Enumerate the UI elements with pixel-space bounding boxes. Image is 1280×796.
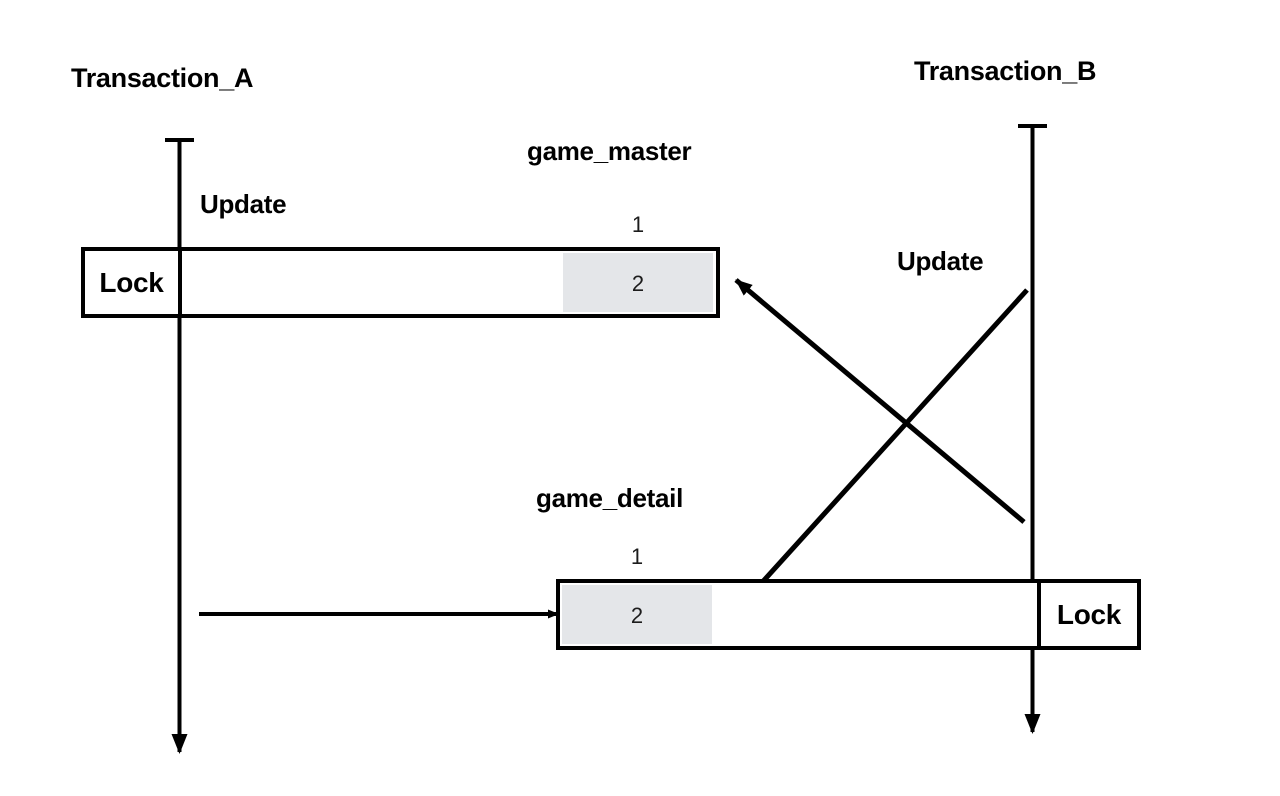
lock-badge-game-detail: Lock [1037, 579, 1141, 650]
record-cell-game-master [563, 253, 713, 312]
table-title-game-detail: game_detail [536, 483, 683, 513]
record-cell-game-detail [562, 585, 712, 644]
message-label-update-a: Update [200, 189, 287, 219]
message-label-update-b: Update [897, 246, 984, 276]
row-index-game-detail: 1 [630, 544, 644, 569]
row-index-game-master: 1 [631, 212, 645, 237]
cell-value-game-detail: 2 [630, 603, 644, 628]
lifeline-transaction-a [165, 138, 194, 754]
actor-label-transaction-a: Transaction_A [71, 63, 254, 93]
lock-badge-game-master: Lock [81, 247, 182, 318]
cell-value-game-master: 2 [631, 271, 645, 296]
table-title-game-master: game_master [527, 136, 692, 166]
actor-label-transaction-b: Transaction_B [914, 56, 1097, 86]
arrow-update-b-to-game-detail [726, 288, 1029, 622]
arrow-wait-b-to-game-master [734, 278, 1026, 524]
